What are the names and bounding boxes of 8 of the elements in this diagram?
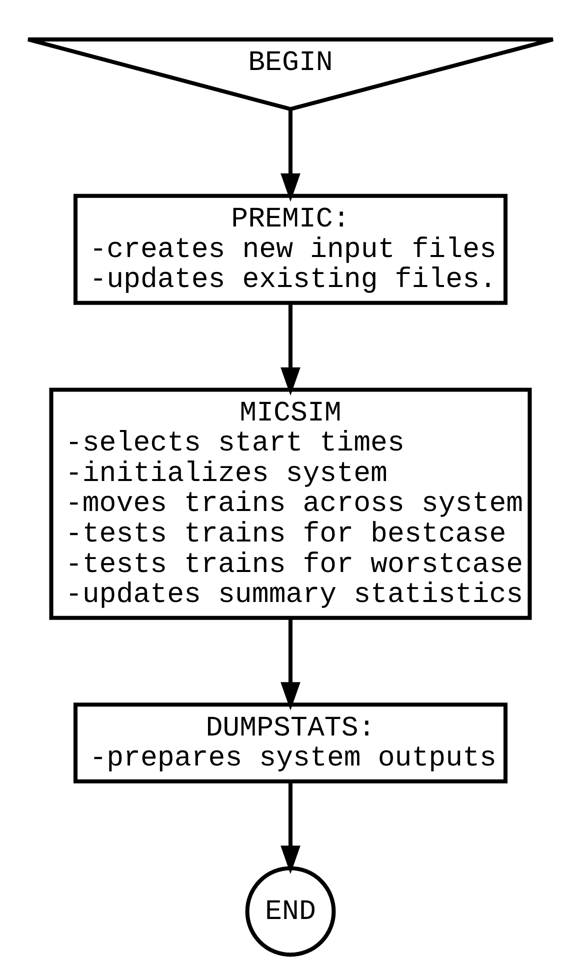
node-box: PREMIC: -creates new input files -updates existing files.	[73, 194, 508, 305]
arrow	[280, 618, 300, 710]
node-circle: END	[245, 866, 336, 957]
node-box: DUMPSTATS: -prepares system outputs	[73, 702, 508, 784]
arrow	[280, 110, 300, 202]
arrow	[280, 303, 300, 396]
arrow	[280, 782, 300, 874]
node-box: MICSIM -selects start times -initializes system -moves trains across system -tests trains for bestcase -tests trains for worstcase -updates summary statistics	[49, 388, 532, 620]
